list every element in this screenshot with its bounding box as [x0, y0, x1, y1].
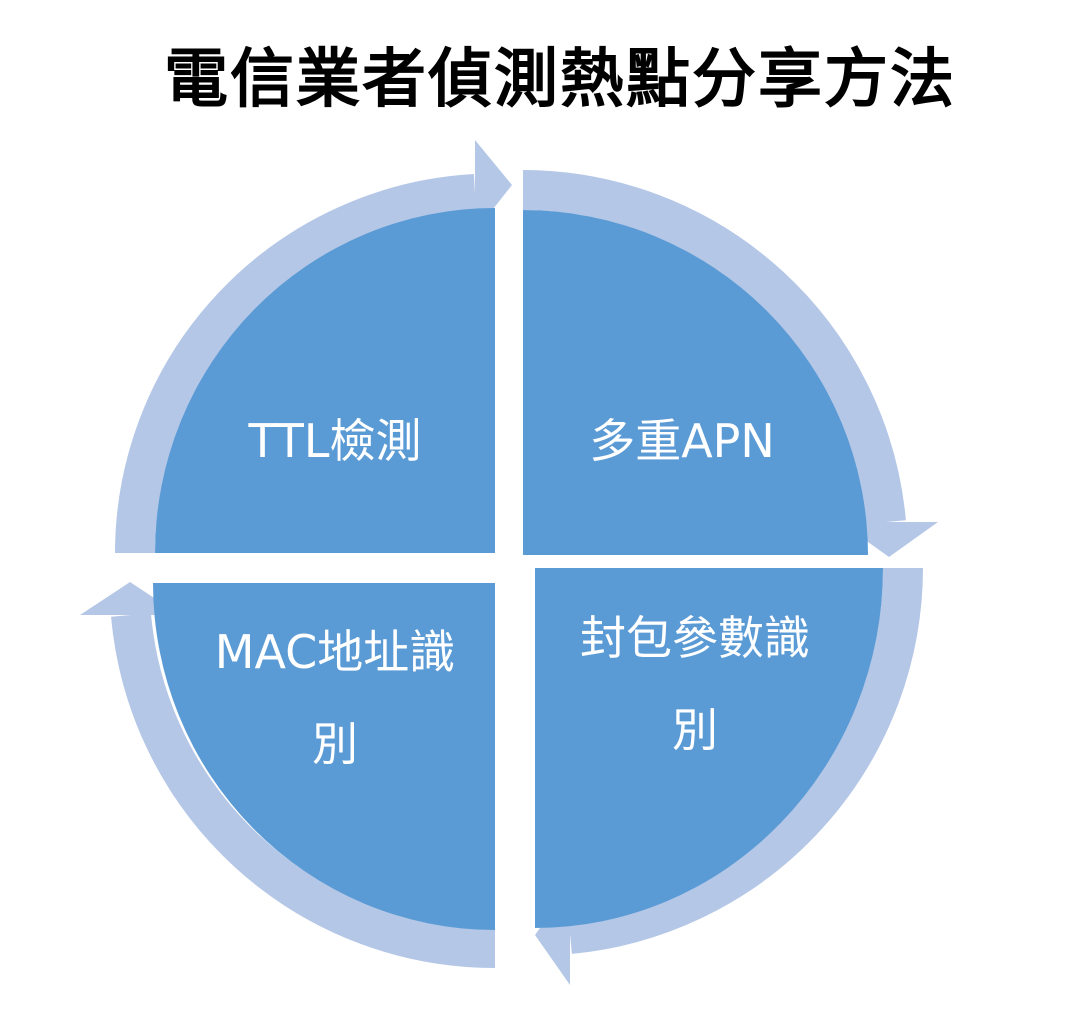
segment-label-apn: 多重APN: [589, 414, 775, 468]
segment-mac: [153, 583, 495, 930]
segment-packet: [535, 568, 883, 928]
diagram-title: 電信業者偵測熱點分享方法: [164, 43, 956, 117]
segment-ttl: [155, 208, 495, 553]
arrow-band-top-right: [522, 170, 906, 524]
segment-label-ttl: TTL檢測: [248, 414, 422, 468]
segment-apn: [523, 210, 868, 555]
segment-label-packet: 封包參數識別: [580, 611, 810, 757]
arrow-band-top-left: [115, 174, 477, 554]
segment-label-mac: MAC地址識別: [214, 625, 456, 771]
arrow-band-bottom-right: [568, 567, 923, 954]
arrow-band-bottom-left: [111, 613, 496, 969]
